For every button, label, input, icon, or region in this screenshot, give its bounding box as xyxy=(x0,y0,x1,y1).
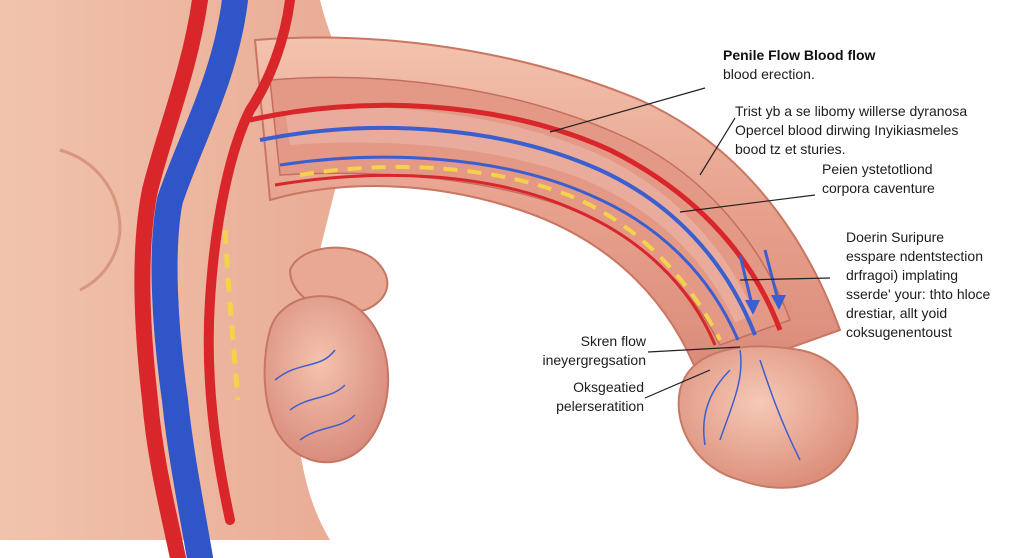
label-block2-line1: Peien ystetotliond xyxy=(822,161,933,177)
flow-path-yellow xyxy=(299,165,722,341)
dorsal-artery xyxy=(249,102,783,331)
leader-block5 xyxy=(644,369,711,399)
title-sub: blood erection. xyxy=(723,66,815,82)
label-block4: Skren flow ineyergregsation xyxy=(520,332,646,370)
label-block3-line2: esspare ndentstection xyxy=(846,248,983,264)
label-block5-line1: Oksgeatied xyxy=(573,379,644,395)
label-block1: Trist yb a se libomy willerse dyranosa O… xyxy=(735,102,967,159)
glans-veins xyxy=(703,349,801,461)
corpus-tissue xyxy=(269,76,791,346)
main-vein xyxy=(151,0,248,558)
flow-arrow-blue-2-head xyxy=(771,295,786,310)
deep-vein xyxy=(279,155,740,341)
label-block3: Doerin Suripure esspare ndentstection dr… xyxy=(846,228,990,342)
label-block5: Oksgeatied pelerseratition xyxy=(520,378,644,416)
label-block3-line5: drestiar, allt yoid xyxy=(846,305,948,321)
label-block3-line6: coksugenentoust xyxy=(846,324,952,340)
scrotal-veins xyxy=(274,349,356,441)
glans-shape xyxy=(677,345,859,489)
title-heading: Penile Flow Blood flow xyxy=(723,47,876,63)
leader-block3 xyxy=(739,277,831,281)
second-artery xyxy=(203,0,295,525)
deep-artery xyxy=(274,173,717,346)
leader-block2 xyxy=(679,194,816,213)
label-block3-line4: sserde' your: thto hloce xyxy=(846,286,991,302)
leader-block4 xyxy=(647,346,741,353)
label-block1-line2: Opercel blood dirwing Inyikiasmeles xyxy=(735,122,959,138)
thigh-fold xyxy=(59,148,122,292)
label-block3-line1: Doerin Suripure xyxy=(846,229,945,245)
dorsal-vein xyxy=(259,125,757,336)
scrotum-lower xyxy=(263,295,390,464)
leader-title xyxy=(549,87,706,133)
leader-block1 xyxy=(699,117,736,176)
label-block1-line3: bood tz et sturies. xyxy=(735,141,846,157)
label-block4-line2: ineyergregsation xyxy=(542,352,646,368)
main-artery xyxy=(134,0,208,558)
label-block4-line1: Skren flow xyxy=(580,333,646,349)
title-label: Penile Flow Blood flow blood erection. xyxy=(723,46,875,84)
flow-arrow-blue-2 xyxy=(763,249,780,301)
label-block1-line1: Trist yb a se libomy willerse dyranosa xyxy=(735,103,968,119)
label-block3-line3: drfragoi) implating xyxy=(846,267,959,283)
flow-arrow-blue-1-head xyxy=(745,300,760,315)
leader-lines xyxy=(549,87,831,399)
label-block2-line2: corpora caventure xyxy=(822,180,935,196)
label-block5-line2: pelerseratition xyxy=(556,398,644,414)
label-block2: Peien ystetotliond corpora caventure xyxy=(822,160,935,198)
flow-path-yellow-2 xyxy=(222,229,241,401)
